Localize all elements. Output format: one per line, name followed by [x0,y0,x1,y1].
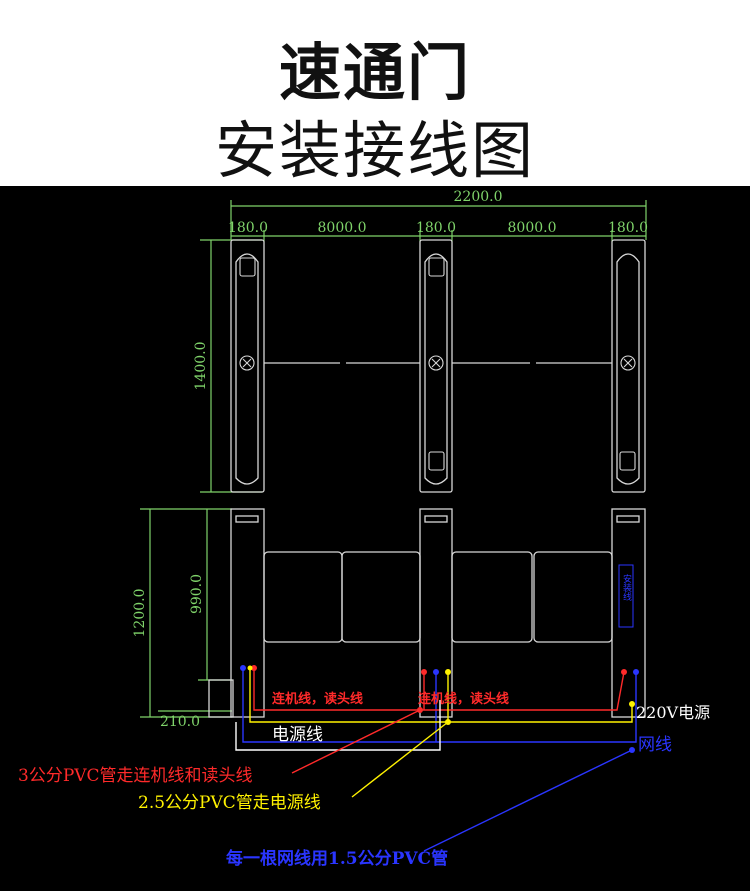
dim-span-left: 8000.0 [318,220,367,236]
wire-label-left: 连机线，读头线 [272,691,363,707]
dim-post-right: 180.0 [608,220,648,236]
wire-label-mid: 连机线，读头线 [418,691,509,707]
dimension-text: 2200.0 180.0 8000.0 180.0 8000.0 180.0 1… [132,189,648,730]
pvc-15cm-label: 每一根网线用1.5公分PVC管 [226,848,448,869]
dimension-lines [140,200,647,718]
top-view [230,239,646,493]
network-line-label: 网线 [638,735,672,755]
power-line-label: 电源线 [272,725,323,745]
header: 速通门 安装接线图 [0,0,750,187]
pvc-25cm-label: 2.5公分PVC管走电源线 [138,793,321,813]
page-subtitle: 安装接线图 [214,114,535,187]
front-view [208,508,646,718]
dim-post-mid: 180.0 [416,220,456,236]
cad-drawing: 2200.0 180.0 8000.0 180.0 8000.0 180.0 1… [0,186,750,891]
dim-post-left: 180.0 [228,220,268,236]
dim-front-height: 1200.0 [132,589,148,638]
right-post-box [618,564,634,628]
wiring-diagram: 2200.0 180.0 8000.0 180.0 8000.0 180.0 1… [18,189,710,869]
dim-front-inner: 990.0 [189,574,205,614]
page-title: 速通门 [278,36,471,109]
dim-span-right: 8000.0 [508,220,557,236]
wiring [235,668,637,852]
connection-dots [240,665,639,753]
dim-top-height: 1400.0 [193,342,209,391]
pvc-3cm-label: 3公分PVC管走连机线和读头线 [18,766,253,786]
power-220v-label: 220V电源 [636,703,710,722]
right-post-label: 安装线 [621,573,632,601]
reader-icons [239,257,636,471]
dim-base: 210.0 [160,714,200,730]
dim-overall-width: 2200.0 [454,189,503,205]
